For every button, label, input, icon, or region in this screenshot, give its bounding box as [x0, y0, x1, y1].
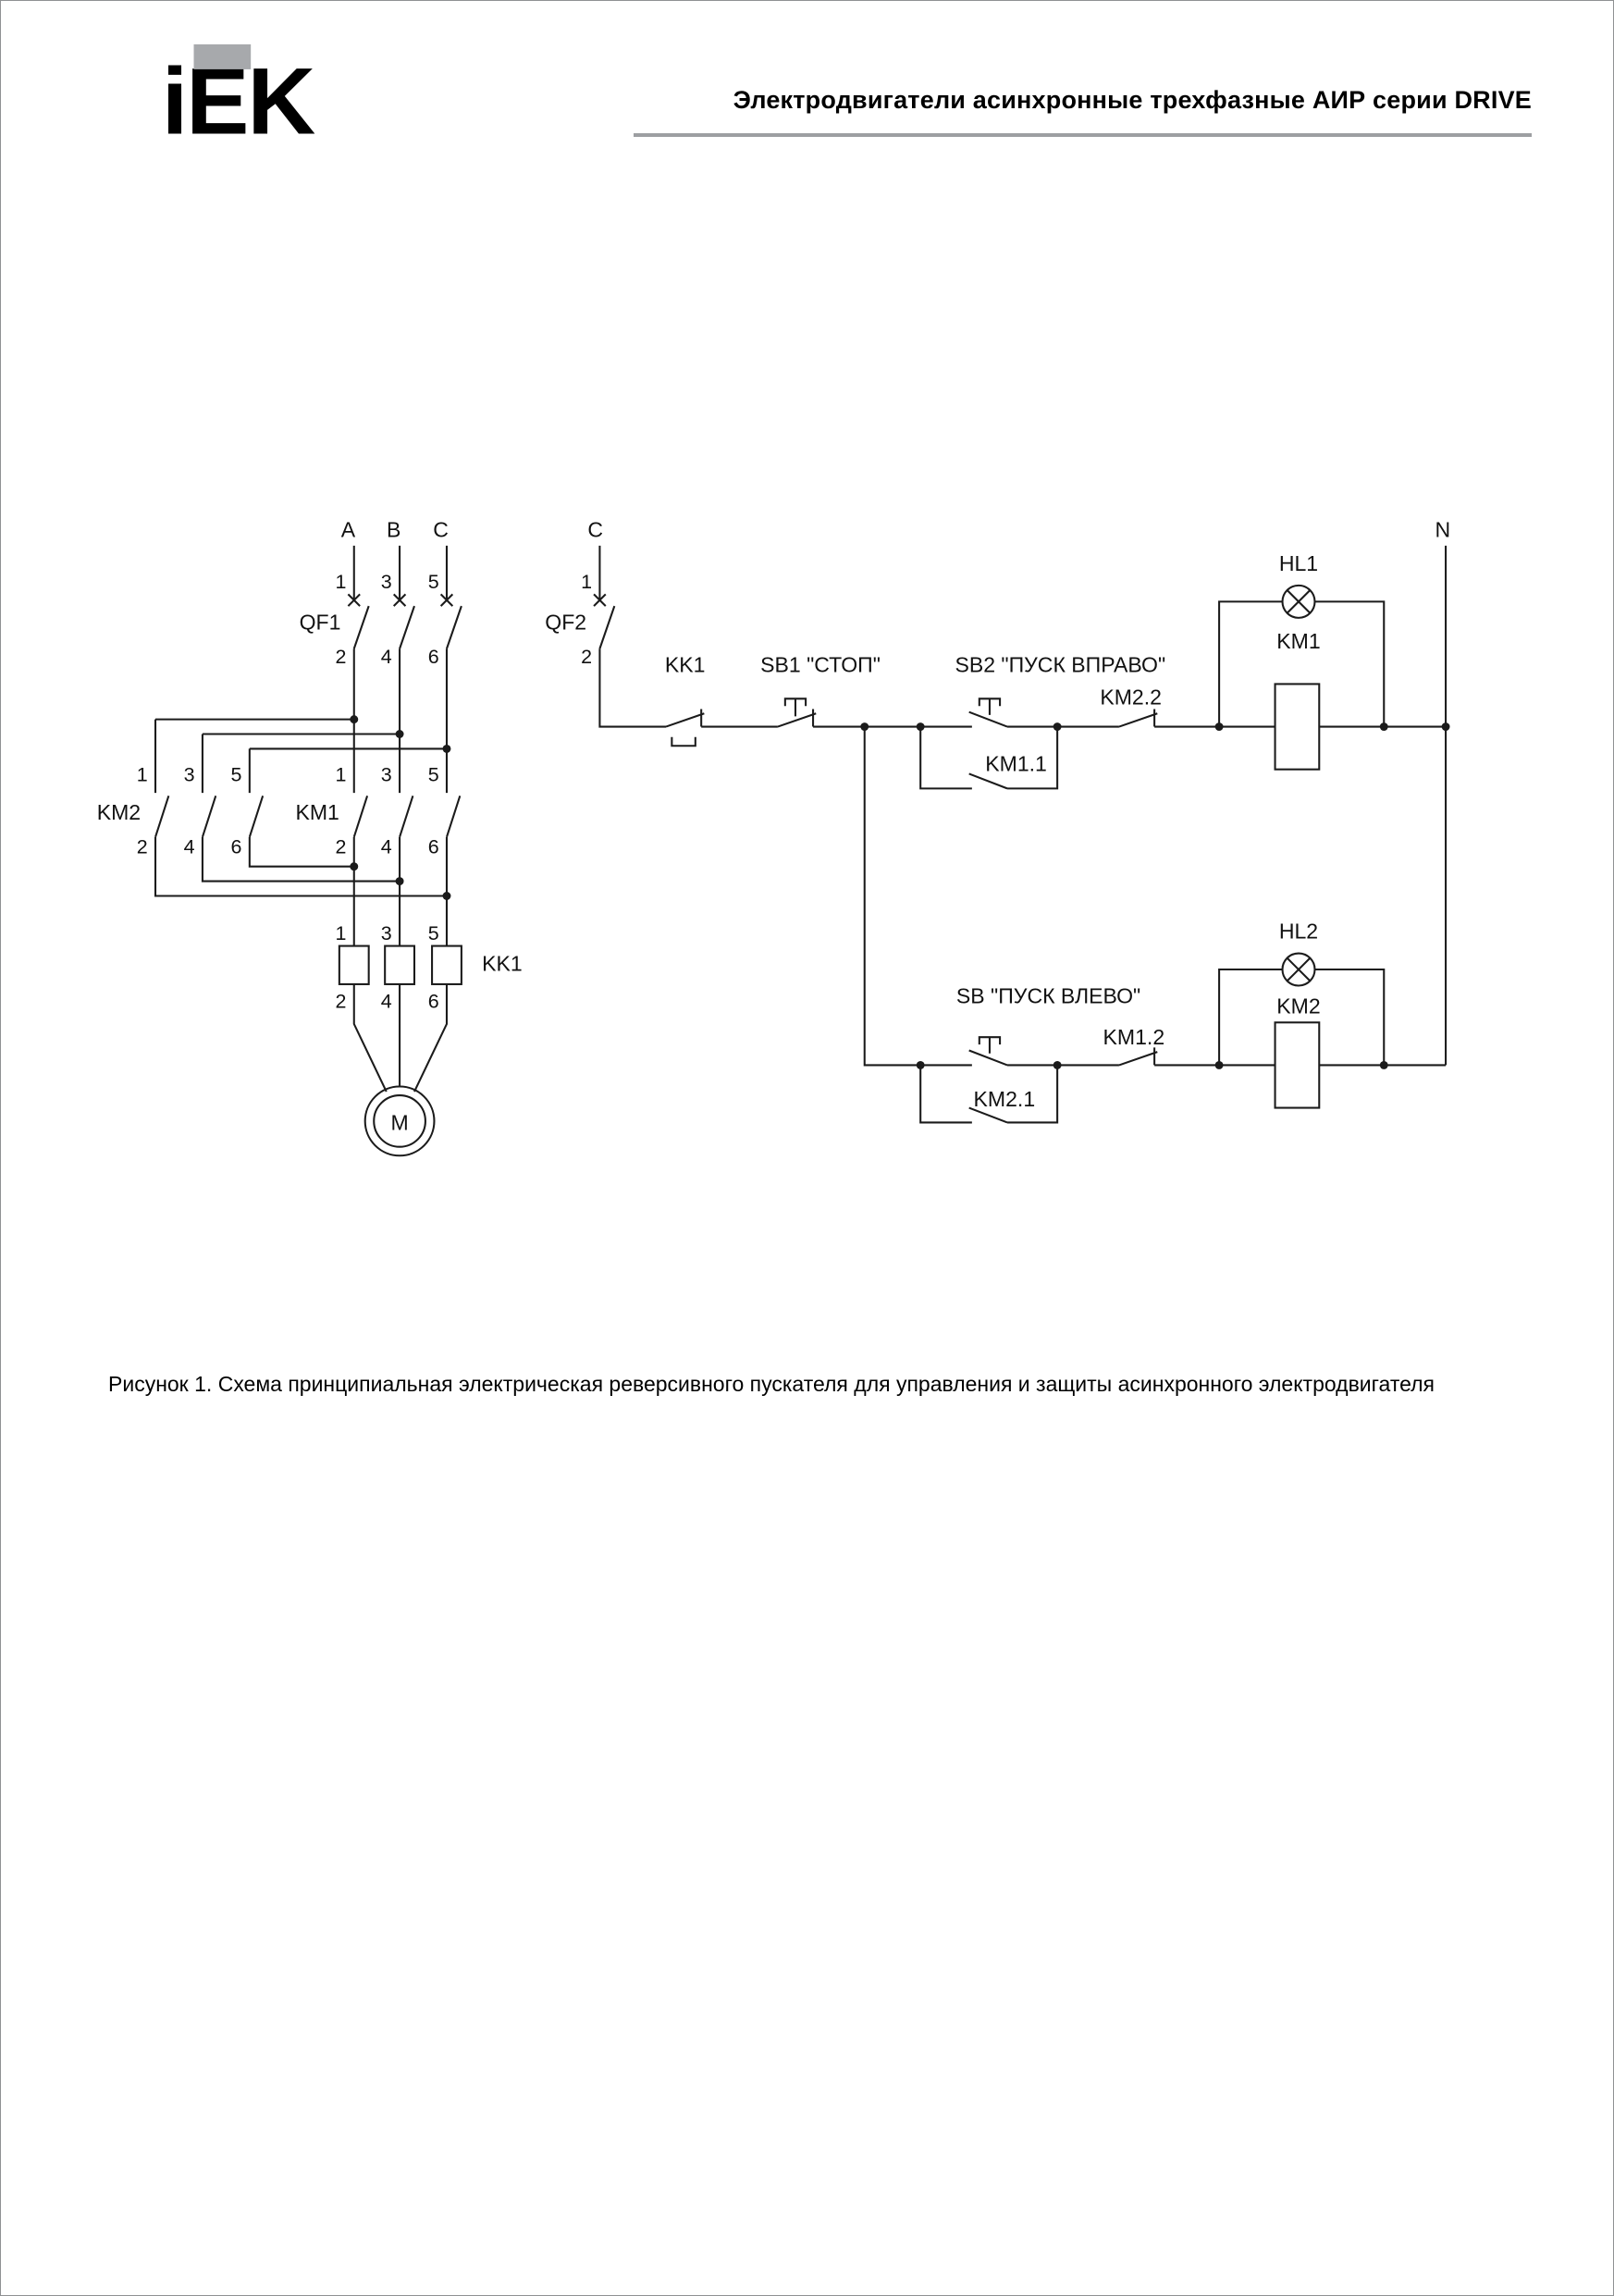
page-title: Электродвигатели асинхронные трехфазные … — [733, 86, 1532, 114]
km2-coil-symbol — [1274, 1021, 1321, 1109]
sb1-stop-label: SB1 "СТОП" — [760, 653, 881, 677]
km1-1-aux-contact-symbol — [968, 772, 1008, 790]
control-phase-c-label: C — [587, 517, 603, 541]
km2-terminal-5: 5 — [231, 763, 242, 785]
km1-1-label: KM1.1 — [985, 751, 1047, 775]
kk1-label: KK1 — [482, 952, 523, 976]
kk1-thermal-contact-symbol — [665, 709, 705, 747]
km2-terminal-2: 2 — [137, 835, 148, 858]
hl2-lamp-symbol — [1281, 952, 1316, 987]
km2-coil-label: KM2 — [1276, 994, 1320, 1018]
km2-1-label: KM2.1 — [974, 1087, 1036, 1111]
qf1-terminal-1: 1 — [335, 571, 346, 593]
km2-terminal-3: 3 — [184, 763, 195, 785]
km1-coil-symbol — [1274, 683, 1321, 771]
qf2-terminal-1: 1 — [581, 571, 592, 593]
power-junction-dots — [350, 715, 451, 900]
km1-2-label: KM1.2 — [1103, 1025, 1165, 1049]
km2-terminal-6: 6 — [231, 835, 242, 858]
km1-terminal-5: 5 — [428, 763, 439, 785]
qf1-terminal-5: 5 — [428, 571, 439, 593]
power-circuit: M A B C QF1 1 3 5 2 4 6 KM2 1 3 — [97, 517, 523, 1157]
km1-terminal-1: 1 — [335, 763, 346, 785]
sb2-start-right-label: SB2 "ПУСК ВПРАВО" — [955, 653, 1165, 677]
qf1-terminal-2: 2 — [335, 646, 346, 668]
motor-symbol: M — [363, 1085, 436, 1157]
iek-logo: iEK — [162, 43, 316, 141]
phase-c-label: C — [433, 517, 449, 541]
iek-logo-gray-bar — [193, 43, 252, 69]
kk1-terminal-2: 2 — [335, 990, 346, 1012]
hl1-label: HL1 — [1279, 551, 1318, 575]
sb2-start-right-button-symbol — [968, 697, 1008, 728]
circuit-diagram: M A B C QF1 1 3 5 2 4 6 KM2 1 3 — [97, 517, 1451, 1157]
km2-terminal-4: 4 — [184, 835, 195, 858]
km1-terminal-4: 4 — [381, 835, 392, 858]
kk1-heater-elements-symbol — [338, 944, 462, 985]
km1-main-contacts-symbol — [352, 796, 462, 838]
kk1-terminal-4: 4 — [381, 990, 392, 1012]
qf2-breaker-symbol — [593, 593, 616, 649]
qf1-label: QF1 — [300, 611, 341, 635]
motor-label: M — [390, 1110, 408, 1134]
sb-start-left-button-symbol — [968, 1036, 1008, 1067]
phase-b-label: B — [387, 517, 400, 541]
kk1-terminal-5: 5 — [428, 922, 439, 944]
km2-2-label: KM2.2 — [1100, 685, 1162, 710]
km1-label: KM1 — [295, 800, 339, 824]
km1-terminal-6: 6 — [428, 835, 439, 858]
qf1-terminal-3: 3 — [381, 571, 392, 593]
kk1-terminal-6: 6 — [428, 990, 439, 1012]
km1-coil-label: KM1 — [1276, 629, 1320, 653]
qf1-breaker-symbol — [347, 593, 462, 649]
control-junction-dots — [860, 722, 1450, 1069]
sb-start-left-label: SB "ПУСК ВЛЕВО" — [956, 984, 1140, 1008]
figure-caption: Рисунок 1. Схема принципиальная электрич… — [108, 1372, 1435, 1396]
qf1-terminal-6: 6 — [428, 646, 439, 668]
kk1-contact-label: KK1 — [665, 653, 706, 677]
km2-main-contacts-symbol — [154, 796, 265, 838]
hl1-lamp-symbol — [1281, 584, 1316, 619]
phase-a-label: A — [341, 517, 356, 541]
kk1-terminal-3: 3 — [381, 922, 392, 944]
km2-1-aux-contact-symbol — [968, 1106, 1008, 1124]
qf1-terminal-4: 4 — [381, 646, 392, 668]
km2-terminal-1: 1 — [137, 763, 148, 785]
qf2-terminal-2: 2 — [581, 646, 592, 668]
qf2-label: QF2 — [545, 611, 586, 635]
km1-2-aux-contact-symbol — [1118, 1047, 1158, 1067]
km1-terminal-2: 2 — [335, 835, 346, 858]
control-circuit: C N QF2 1 2 KK1 SB1 "СТОП" SB2 "ПУСК ВПР… — [545, 517, 1451, 1124]
power-wires — [154, 545, 449, 1092]
hl2-label: HL2 — [1279, 920, 1318, 944]
header-divider — [634, 133, 1532, 137]
sb1-stop-button-symbol — [777, 697, 817, 728]
km2-2-aux-contact-symbol — [1118, 709, 1158, 728]
km1-terminal-3: 3 — [381, 763, 392, 785]
kk1-terminal-1: 1 — [335, 922, 346, 944]
km2-label: KM2 — [97, 800, 141, 824]
neutral-label: N — [1435, 517, 1451, 541]
